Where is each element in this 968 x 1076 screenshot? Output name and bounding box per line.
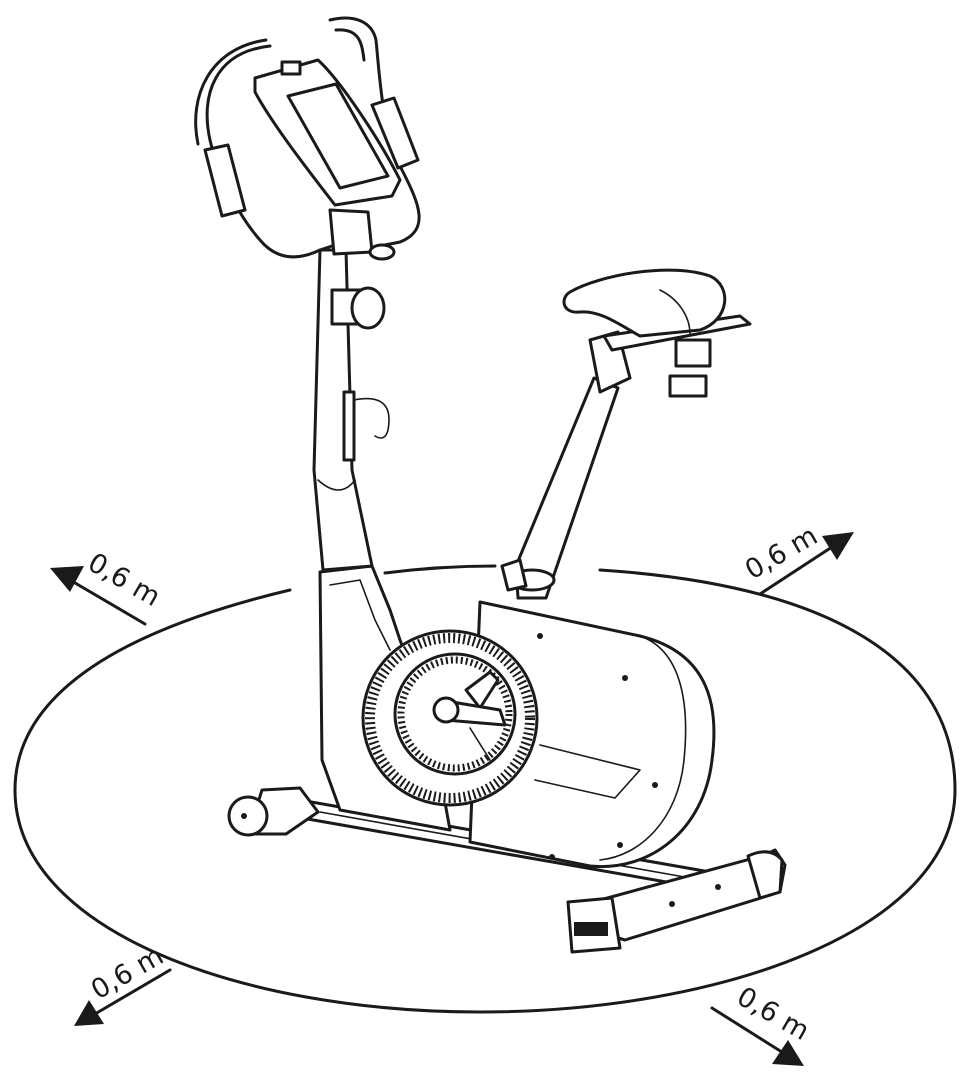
- arrow-top-left: [50, 566, 147, 626]
- arrow-top-right: [758, 532, 854, 596]
- clearance-label-top-left: 0,6 m: [83, 547, 166, 613]
- clearance-label-bottom-right: 0,6 m: [732, 981, 815, 1047]
- arrow-bottom-left: [74, 968, 172, 1026]
- clearance-label-top-right: 0,6 m: [740, 520, 823, 586]
- arrow-bottom-right: [710, 1006, 804, 1066]
- clearance-ellipse: [13, 564, 957, 1014]
- exercise-bike-illustration: [194, 16, 787, 954]
